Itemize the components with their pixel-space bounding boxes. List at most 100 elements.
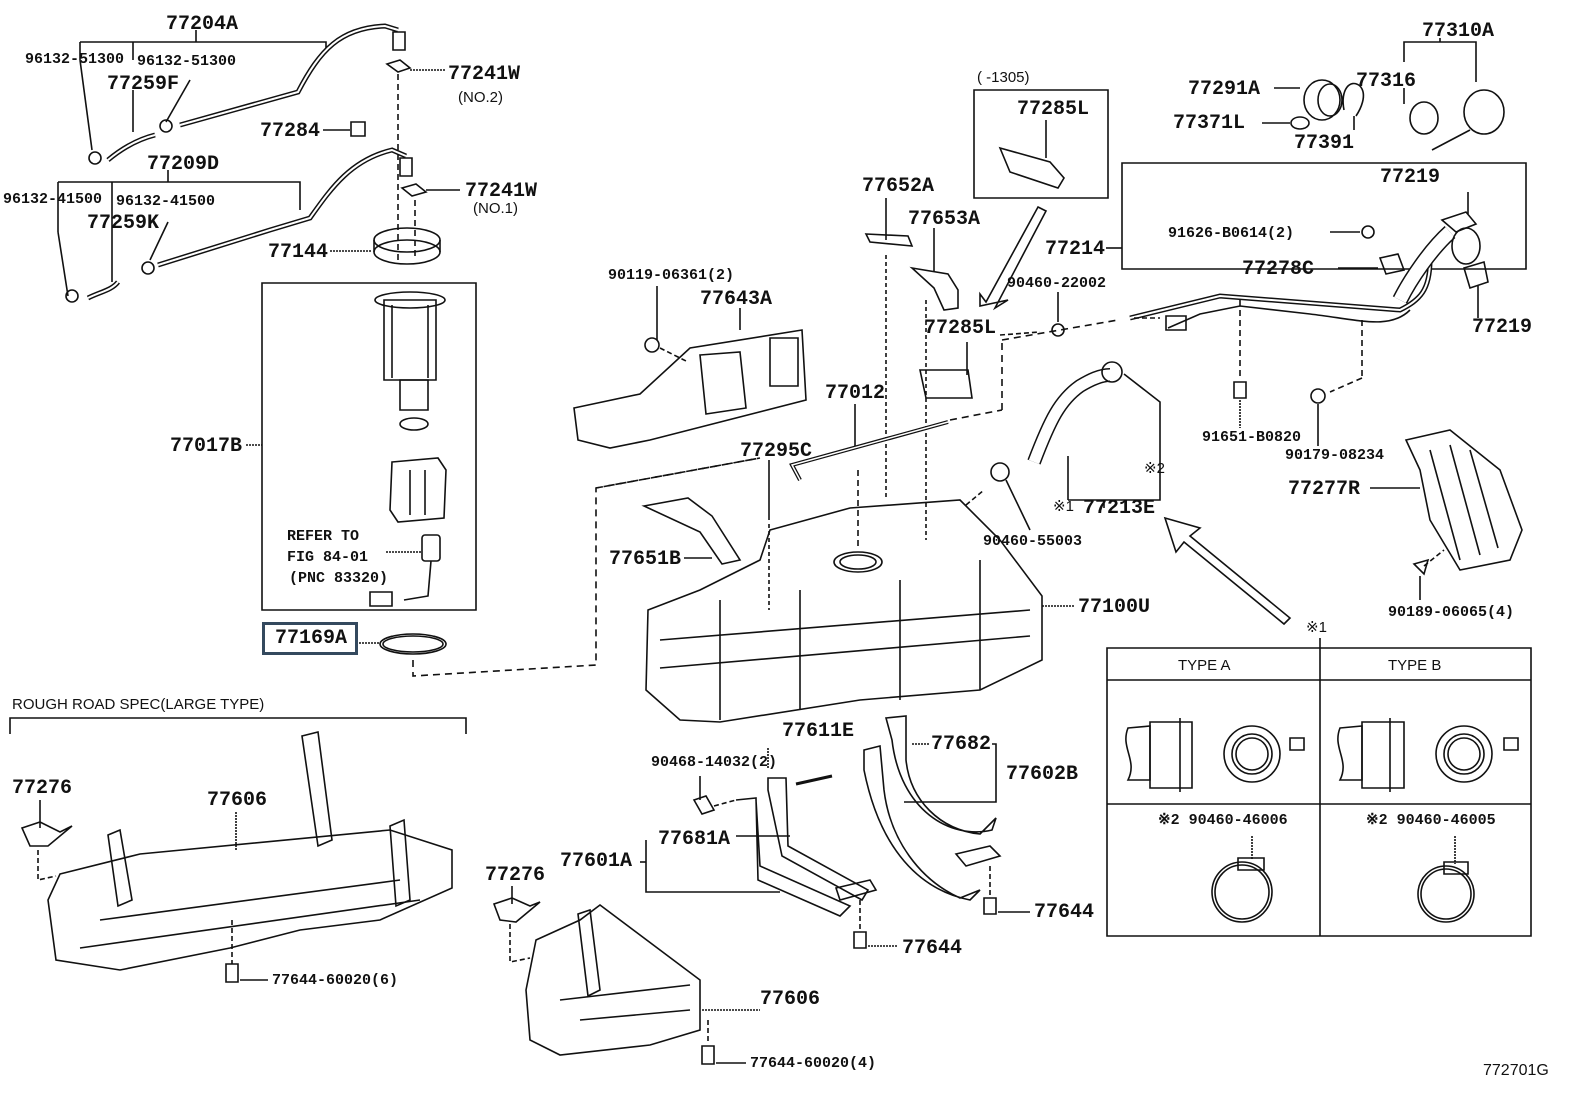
ring-77391 — [1343, 83, 1363, 116]
label-90468-14032[interactable]: 90468-14032(2) — [651, 754, 778, 771]
clip-77285L — [920, 370, 972, 398]
label-77644-a[interactable]: 77644 — [902, 937, 963, 960]
label-91651-B0820[interactable]: 91651-B0820 — [1202, 429, 1302, 446]
label-77652A[interactable]: 77652A — [862, 175, 935, 198]
vent-tube-no2 — [80, 26, 446, 164]
label-77284[interactable]: 77284 — [260, 120, 321, 143]
nut-90179 — [1311, 389, 1325, 403]
housing-77291A — [1304, 80, 1340, 120]
label-77611E[interactable]: 77611E — [782, 720, 855, 743]
refer-note-line2[interactable]: FIG 84-01 — [287, 549, 369, 566]
arrow-inset — [980, 207, 1046, 308]
fuel-pump — [375, 292, 445, 430]
clip-90189 — [1414, 560, 1428, 574]
label-77643A[interactable]: 77643A — [700, 288, 773, 311]
heat-insulator-77643A — [574, 330, 806, 448]
clamp-90460-22002 — [1052, 324, 1064, 336]
label-90189-06065[interactable]: 90189-06065(4) — [1388, 604, 1515, 621]
strap-77602B — [864, 746, 980, 900]
protector-77219-bottom — [1464, 262, 1488, 288]
label-77100U[interactable]: 77100U — [1078, 596, 1151, 619]
label-type-a-clamp-90460-46006[interactable]: ※2 90460-46006 — [1158, 812, 1288, 829]
label-77204A[interactable]: 77204A — [166, 13, 239, 36]
clamp-90460-55003 — [991, 463, 1009, 481]
label-77602B[interactable]: 77602B — [1006, 763, 1079, 786]
refer-note-line3: (PNC 83320) — [289, 570, 389, 587]
pump-assembly-box — [262, 283, 476, 610]
label-77241W-no2[interactable]: 77241W — [448, 63, 521, 86]
label-77285L[interactable]: 77285L — [924, 317, 997, 340]
label-77277R[interactable]: 77277R — [1288, 478, 1361, 501]
label-77012[interactable]: 77012 — [825, 382, 886, 405]
label-77651B[interactable]: 77651B — [609, 548, 682, 571]
label-no1: (NO.1) — [473, 200, 518, 217]
gasket-77169A — [380, 634, 446, 654]
label-77682[interactable]: 77682 — [931, 733, 992, 756]
label-77169A-highlighted[interactable]: 77169A — [262, 622, 359, 655]
label-77371L[interactable]: 77371L — [1173, 112, 1246, 135]
type-table — [1107, 638, 1531, 936]
label-77219-bottom[interactable]: 77219 — [1472, 316, 1533, 339]
bolt-77644-b — [984, 898, 996, 914]
label-77316[interactable]: 77316 — [1356, 70, 1417, 93]
bolt-77644-4 — [702, 1046, 714, 1064]
bolt-77644-a — [854, 932, 866, 948]
label-91626-B0614[interactable]: 91626-B0614(2) — [1168, 225, 1295, 242]
label-77601A[interactable]: 77601A — [560, 850, 633, 873]
bolt-77644-6 — [226, 964, 238, 982]
label-77606-a[interactable]: 77606 — [207, 789, 268, 812]
label-77259F[interactable]: 77259F — [107, 73, 180, 96]
bracket-77276-a — [22, 822, 72, 846]
label-77285L-inset[interactable]: 77285L — [1017, 98, 1090, 121]
label-77278C[interactable]: 77278C — [1242, 258, 1315, 281]
label-77214[interactable]: 77214 — [1045, 238, 1106, 261]
clip-77285L-inset — [1000, 148, 1064, 188]
label-77219-top[interactable]: 77219 — [1380, 166, 1441, 189]
refer-note-line1: REFER TO — [287, 528, 360, 545]
label-77644-60020-4[interactable]: 77644-60020(4) — [750, 1055, 877, 1072]
label-77291A[interactable]: 77291A — [1188, 78, 1261, 101]
ring-77371L — [1291, 117, 1309, 129]
label-96132-41500-b[interactable]: 96132-41500 — [116, 193, 216, 210]
label-90460-22002[interactable]: 90460-22002 — [1007, 275, 1107, 292]
label-77644-60020-6[interactable]: 77644-60020(6) — [272, 972, 399, 989]
label-77653A[interactable]: 77653A — [908, 208, 981, 231]
label-77017B[interactable]: 77017B — [170, 435, 243, 458]
label-77644-b[interactable]: 77644 — [1034, 901, 1095, 924]
vent-tube-no1 — [58, 150, 460, 302]
band-77651B — [644, 498, 740, 564]
label-96132-41500-a[interactable]: 96132-41500 — [3, 191, 103, 208]
skid-plate-77606-b — [526, 905, 700, 1055]
strap-77682 — [886, 716, 996, 834]
label-77276-a[interactable]: 77276 — [12, 777, 73, 800]
filler-pipe — [1130, 228, 1480, 330]
bolt-77611E — [796, 776, 832, 784]
range-note-1305: ( -1305) — [977, 69, 1030, 86]
cushion-77653A — [912, 268, 958, 310]
label-77259K[interactable]: 77259K — [87, 212, 160, 235]
label-77144[interactable]: 77144 — [268, 241, 329, 264]
label-77213E[interactable]: 77213E — [1083, 497, 1156, 520]
skid-plate-77606-a — [48, 732, 452, 970]
label-77606-b[interactable]: 77606 — [760, 988, 821, 1011]
rough-road-bracket — [10, 718, 466, 734]
label-77276-b[interactable]: 77276 — [485, 864, 546, 887]
bracket-77276-b — [494, 898, 540, 922]
gasket-77316 — [1410, 102, 1438, 134]
label-96132-51300-b[interactable]: 96132-51300 — [137, 53, 237, 70]
label-type-b-clamp-90460-46005[interactable]: ※2 90460-46005 — [1366, 812, 1496, 829]
label-77241W-no1[interactable]: 77241W — [465, 180, 538, 203]
label-77391[interactable]: 77391 — [1294, 132, 1355, 155]
cushion-77652A — [866, 234, 912, 246]
label-77209D[interactable]: 77209D — [147, 153, 220, 176]
strap-77681A — [736, 798, 850, 916]
label-90119-06361[interactable]: 90119-06361(2) — [608, 267, 735, 284]
label-90460-55003[interactable]: 90460-55003 — [983, 533, 1083, 550]
label-96132-51300-a[interactable]: 96132-51300 — [25, 51, 125, 68]
label-77295C[interactable]: 77295C — [740, 440, 813, 463]
label-90179-08234[interactable]: 90179-08234 — [1285, 447, 1385, 464]
label-77310A[interactable]: 77310A — [1422, 20, 1495, 43]
fuel-sender — [370, 535, 440, 606]
rough-road-spec-title: ROUGH ROAD SPEC(LARGE TYPE) — [12, 696, 265, 713]
label-77681A[interactable]: 77681A — [658, 828, 731, 851]
